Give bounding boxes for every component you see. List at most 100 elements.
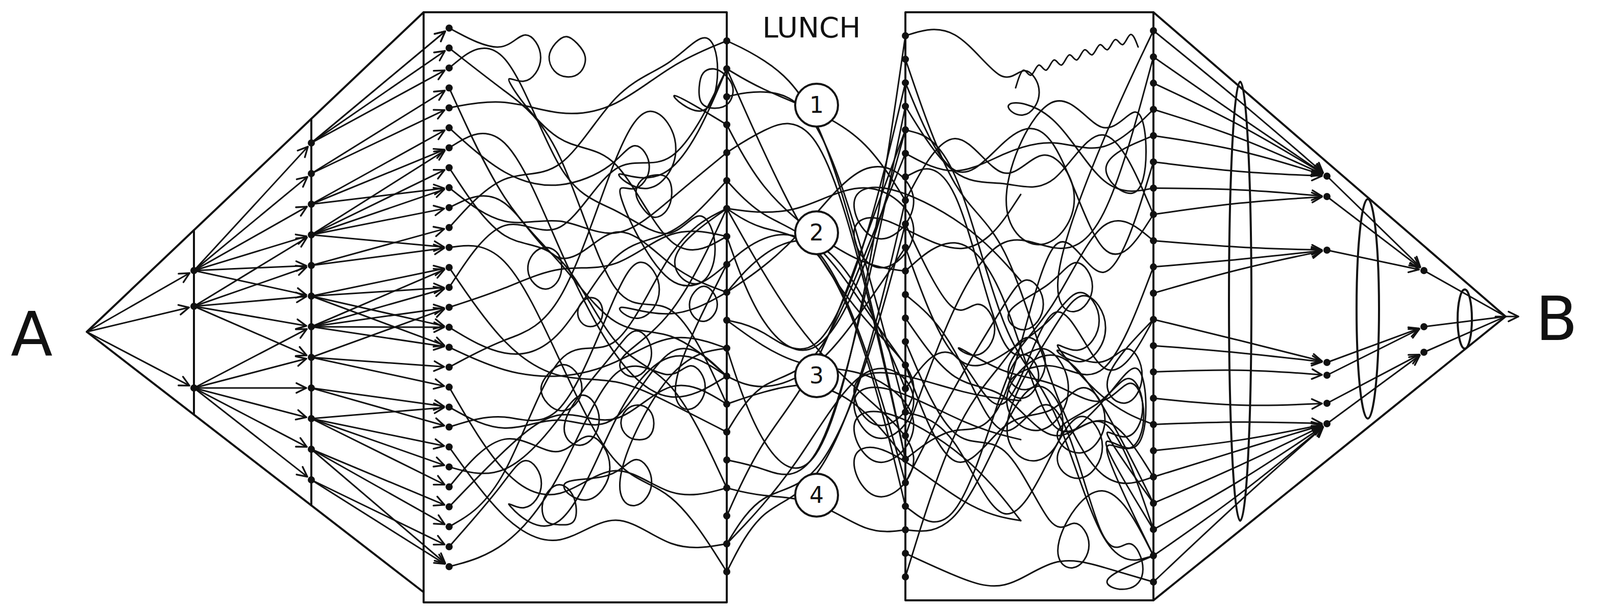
work-path bbox=[905, 106, 1154, 215]
fan-arrow bbox=[193, 236, 307, 271]
flow-dot bbox=[1323, 399, 1331, 407]
flow-dot bbox=[901, 220, 909, 228]
flow-dot bbox=[1149, 420, 1158, 428]
circle-shape bbox=[795, 473, 839, 517]
work-block bbox=[423, 12, 727, 603]
flow-dot bbox=[901, 290, 909, 299]
merge-arrow bbox=[1326, 250, 1419, 270]
flow-dot bbox=[1149, 368, 1158, 376]
merge-ellipse bbox=[1228, 81, 1252, 521]
flow-dot bbox=[445, 423, 453, 431]
lunch-path bbox=[726, 153, 906, 432]
flow-dot bbox=[445, 24, 453, 32]
fan-arrow bbox=[193, 206, 307, 271]
work-path bbox=[449, 180, 727, 355]
step-circle: 3 bbox=[794, 353, 840, 399]
flow-dot bbox=[445, 303, 453, 311]
flow-dot bbox=[1149, 263, 1158, 271]
work-blob bbox=[689, 286, 718, 322]
flow-dot bbox=[445, 204, 453, 212]
fan-arrow bbox=[193, 296, 307, 307]
fan-arrow bbox=[311, 248, 445, 266]
flow-dot bbox=[901, 455, 909, 463]
fan-arrow bbox=[193, 387, 307, 447]
work-path bbox=[905, 553, 1154, 586]
flow-dot bbox=[723, 120, 731, 129]
flow-dot bbox=[723, 37, 731, 45]
flow-dot bbox=[445, 184, 453, 192]
flow-dot bbox=[445, 443, 453, 451]
work-path bbox=[449, 348, 727, 506]
fan-arrow bbox=[193, 237, 307, 307]
fan-arrow bbox=[193, 270, 307, 295]
fan-arrow bbox=[193, 146, 308, 271]
flow-dot bbox=[901, 314, 909, 322]
fan-arrow bbox=[311, 387, 445, 407]
step-circle: 2 bbox=[794, 210, 840, 256]
flow-dot bbox=[1149, 525, 1158, 533]
fan-arrow bbox=[193, 176, 308, 271]
circle-shape bbox=[795, 83, 839, 127]
flow-dot bbox=[307, 476, 315, 484]
fan-arrow bbox=[311, 357, 445, 386]
step-number: 2 bbox=[809, 221, 824, 244]
flow-dot bbox=[1149, 447, 1158, 455]
flow-dot bbox=[1323, 246, 1331, 254]
flow-dots bbox=[190, 24, 1428, 586]
flow-dot bbox=[901, 479, 909, 487]
work-path bbox=[449, 355, 727, 547]
fan-arrow bbox=[311, 31, 446, 143]
merge-arrow bbox=[1153, 427, 1323, 582]
work-blob bbox=[542, 484, 577, 526]
fan-arrow bbox=[311, 31, 446, 143]
flow-dot bbox=[445, 243, 453, 252]
flow-dot bbox=[1149, 210, 1158, 218]
flow-dot bbox=[901, 549, 909, 557]
flow-dot bbox=[307, 231, 315, 239]
fan-arrow bbox=[86, 331, 190, 386]
lunch-path bbox=[726, 35, 906, 469]
fan-arrow bbox=[311, 296, 445, 346]
merge-line bbox=[1423, 270, 1506, 317]
flow-dot bbox=[901, 32, 909, 40]
flow-dot bbox=[723, 316, 731, 324]
flow-dot bbox=[1149, 27, 1158, 35]
fan-arrow bbox=[311, 479, 446, 564]
merge-arrow bbox=[1153, 197, 1322, 215]
merge-arrow bbox=[1153, 56, 1323, 174]
fan-arrow bbox=[193, 306, 307, 326]
work-path bbox=[449, 68, 727, 288]
work-blob bbox=[540, 364, 582, 411]
fan-arrow bbox=[311, 326, 445, 328]
lunch-path bbox=[726, 234, 906, 483]
flow-dot bbox=[445, 363, 453, 371]
fan-arrow bbox=[193, 306, 307, 356]
flow-dot bbox=[1149, 394, 1158, 402]
lunch-path bbox=[726, 129, 906, 351]
work-path bbox=[905, 295, 1154, 531]
flow-dot bbox=[445, 64, 453, 72]
flow-dot bbox=[1149, 184, 1158, 192]
step-circle: 4 bbox=[794, 472, 840, 518]
work-blob bbox=[621, 404, 654, 440]
flow-dot bbox=[307, 323, 315, 331]
flow-dot bbox=[445, 124, 453, 132]
flow-dot bbox=[445, 84, 453, 92]
work-path bbox=[905, 30, 1154, 483]
merge-outline bbox=[1153, 12, 1506, 601]
fan-arrow bbox=[311, 228, 445, 266]
lunch-path bbox=[726, 40, 906, 460]
work-blob bbox=[527, 247, 562, 289]
flow-dot bbox=[901, 431, 909, 439]
merge-arrow bbox=[1326, 354, 1420, 404]
flow-dot bbox=[723, 456, 731, 464]
flow-dot bbox=[307, 200, 315, 208]
flow-dot bbox=[1149, 315, 1158, 324]
flow-dot bbox=[445, 503, 453, 511]
flow-dot bbox=[1149, 53, 1158, 61]
flow-dot bbox=[901, 173, 909, 181]
circle-shape bbox=[795, 211, 839, 255]
work-path bbox=[449, 385, 727, 507]
step-number: 4 bbox=[809, 483, 824, 507]
work-path bbox=[905, 341, 1154, 568]
